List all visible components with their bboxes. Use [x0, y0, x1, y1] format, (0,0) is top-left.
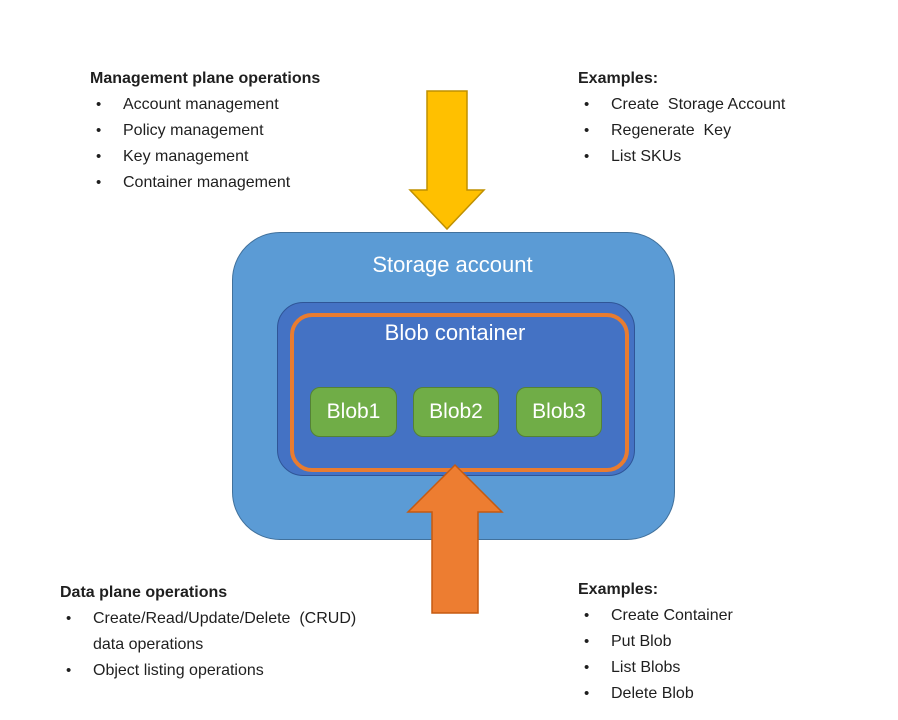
- down-arrow-icon: [408, 90, 486, 230]
- management-plane-block: Management plane operations Account mana…: [90, 66, 420, 196]
- storage-account-label: Storage account: [372, 252, 533, 277]
- blob-chip: Blob3: [516, 387, 602, 437]
- blob-chip: Blob1: [310, 387, 397, 437]
- management-examples-block: Examples: Create Storage Account Regener…: [578, 66, 878, 170]
- data-plane-list: Create/Read/Update/Delete (CRUD) data op…: [60, 606, 450, 684]
- list-item: Create/Read/Update/Delete (CRUD) data op…: [60, 606, 450, 658]
- list-item: List SKUs: [578, 144, 878, 170]
- up-arrow-icon: [406, 463, 504, 614]
- data-examples-title: Examples:: [578, 581, 659, 598]
- blob-container-label: Blob container: [384, 320, 526, 345]
- list-item: Create Storage Account: [578, 92, 878, 118]
- list-item: Container management: [90, 170, 420, 196]
- management-examples-list: Create Storage Account Regenerate Key Li…: [578, 92, 878, 170]
- list-item: List Blobs: [578, 655, 878, 681]
- management-plane-list: Account management Policy management Key…: [90, 92, 420, 196]
- up-arrow-shape: [406, 463, 504, 614]
- list-item: Put Blob: [578, 629, 878, 655]
- blob-chip: Blob2: [413, 387, 499, 437]
- list-item: Account management: [90, 92, 420, 118]
- down-arrow-shape: [408, 90, 486, 230]
- list-item: Create Container: [578, 603, 878, 629]
- list-item: Delete Blob: [578, 681, 878, 707]
- management-examples-title: Examples:: [578, 70, 659, 87]
- list-item: Object listing operations: [60, 658, 450, 684]
- management-plane-title: Management plane operations: [90, 70, 321, 87]
- data-examples-list: Create Container Put Blob List Blobs Del…: [578, 603, 878, 707]
- data-plane-block: Data plane operations Create/Read/Update…: [60, 580, 450, 684]
- list-item: Key management: [90, 144, 420, 170]
- list-item: Regenerate Key: [578, 118, 878, 144]
- data-plane-title: Data plane operations: [60, 584, 228, 601]
- list-item: Policy management: [90, 118, 420, 144]
- data-examples-block: Examples: Create Container Put Blob List…: [578, 577, 878, 707]
